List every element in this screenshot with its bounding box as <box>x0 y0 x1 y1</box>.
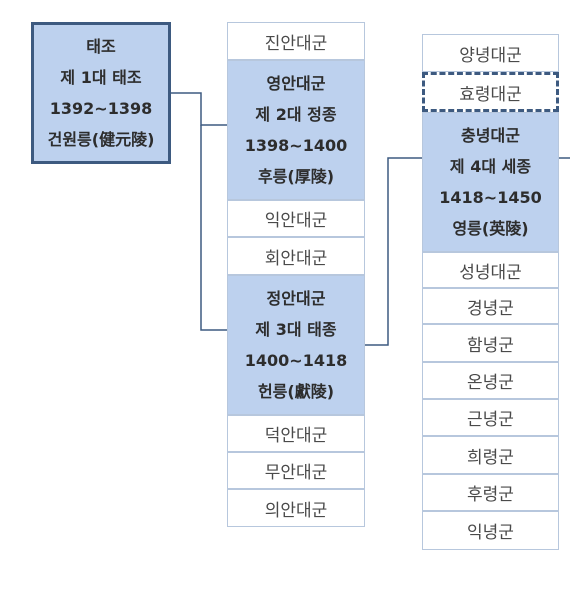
taejo-title: 제 1대 태조 <box>60 68 142 87</box>
connector-king3-to-col3 <box>364 157 422 346</box>
sejong-reign: 1418~1450 <box>439 188 542 207</box>
node-gyeongnyeong: 경녕군 <box>422 288 559 324</box>
sejong-tomb: 영릉(英陵) <box>452 219 529 238</box>
taejong-tomb: 헌릉(獻陵) <box>257 382 335 401</box>
jeongjong-title: 제 2대 정종 <box>255 105 337 124</box>
node-huryeong: 후령군 <box>422 474 559 511</box>
jeongjong-tomb: 후릉(厚陵) <box>257 167 335 186</box>
connector-root <box>169 92 228 126</box>
taejo-tomb: 건원릉(健元陵) <box>47 130 155 149</box>
node-jeongan-taejong: 정안대군 제 3대 태종 1400~1418 헌릉(獻陵) <box>227 275 365 415</box>
connector-root-to-king3 <box>200 125 228 331</box>
taejong-title: 제 3대 태종 <box>255 320 337 339</box>
jeongjong-reign: 1398~1400 <box>244 136 348 155</box>
node-taejo: 태조 제 1대 태조 1392~1398 건원릉(健元陵) <box>31 22 171 164</box>
node-huiryeong: 희령군 <box>422 436 559 474</box>
node-geunnyeong: 근녕군 <box>422 399 559 436</box>
node-hyoryeong: 효령대군 <box>422 72 559 112</box>
node-hamnyeong: 함녕군 <box>422 324 559 362</box>
node-uian: 의안대군 <box>227 489 365 527</box>
taejo-name: 태조 <box>86 37 116 56</box>
node-onnyeong: 온녕군 <box>422 362 559 399</box>
taejo-reign: 1392~1398 <box>49 99 153 118</box>
node-ingnyeong: 익녕군 <box>422 511 559 550</box>
node-ikan: 익안대군 <box>227 200 365 237</box>
node-hoean: 회안대군 <box>227 237 365 275</box>
node-yangnyeong: 양녕대군 <box>422 34 559 72</box>
node-chungnyeong-sejong: 충녕대군 제 4대 세종 1418~1450 영릉(英陵) <box>422 112 559 252</box>
jeongjong-name: 영안대군 <box>266 74 326 93</box>
node-seongnyeong: 성녕대군 <box>422 252 559 288</box>
node-muan: 무안대군 <box>227 452 365 489</box>
taejong-reign: 1400~1418 <box>244 351 348 370</box>
sejong-title: 제 4대 세종 <box>449 157 532 176</box>
sejong-name: 충녕대군 <box>461 126 520 145</box>
node-deogan: 덕안대군 <box>227 415 365 452</box>
node-yeongan-jeongjong: 영안대군 제 2대 정종 1398~1400 후릉(厚陵) <box>227 60 365 200</box>
node-jinan: 진안대군 <box>227 22 365 60</box>
taejong-name: 정안대군 <box>266 289 326 308</box>
